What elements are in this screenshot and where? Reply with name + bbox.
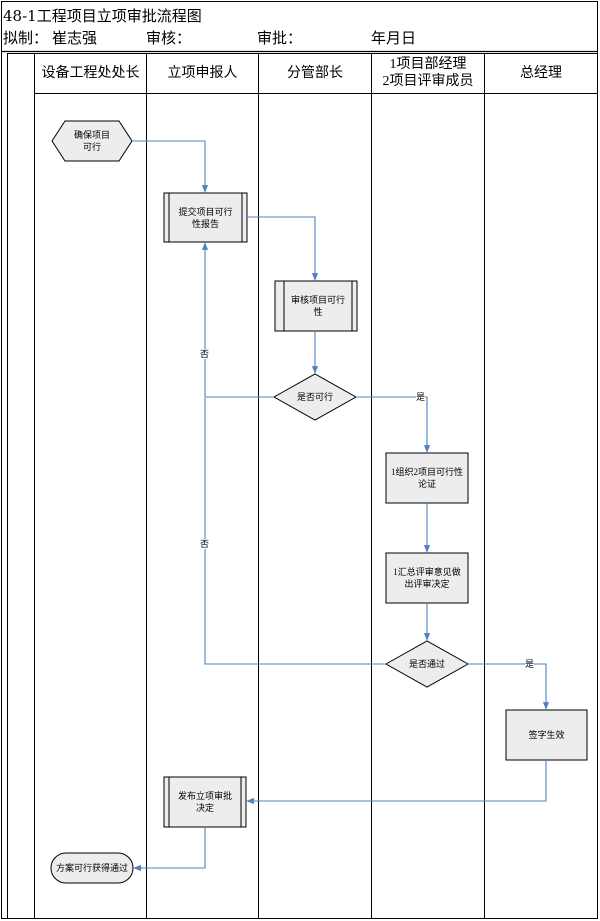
end-terminator xyxy=(50,852,134,884)
publish-decision-box xyxy=(163,776,247,828)
decision-feasible-label: 是否可行 xyxy=(296,392,333,402)
submit-report-label: 提交项目可行 性报告 xyxy=(178,206,233,229)
sign-effect-label: 签字生效 xyxy=(528,730,565,740)
summarize-opinions-label: 1汇总评审意见做 出评审决定 xyxy=(393,567,461,589)
line-pass-no-to-submit xyxy=(204,398,386,665)
pool-frame xyxy=(7,53,598,919)
arrow-publish-to-end xyxy=(133,827,206,872)
organize-demonstration-label: 1组织2项目可行性 论证 xyxy=(390,467,463,489)
organize-demonstration-box xyxy=(385,452,469,504)
arrow-start-to-submit xyxy=(132,140,209,193)
edge-label-yes-feasible: 是 xyxy=(416,392,426,402)
publish-decision-label: 发布立项审批 决定 xyxy=(177,791,232,813)
sign-effect-box xyxy=(505,709,588,761)
review-feasibility-box xyxy=(274,280,358,332)
arrow-sign-to-publish xyxy=(246,760,547,805)
edge-label-no-feasible: 否 xyxy=(200,349,210,359)
approve-label: 审批： xyxy=(257,29,303,47)
decision-pass-label: 是否通过 xyxy=(408,659,445,669)
start-label: 确保项目 可行 xyxy=(73,130,110,152)
page-title: 48-1工程项目立项审批流程图 xyxy=(3,7,202,25)
drafted-name: 崔志强 xyxy=(52,29,98,47)
arrow-submit-to-review xyxy=(247,216,319,281)
submit-report-box xyxy=(163,192,248,243)
lane-header-applicant: 立项申报人 xyxy=(167,65,238,81)
lane-header-deputy-minister: 分管部长 xyxy=(287,65,343,81)
arrow-pass-yes-to-sign xyxy=(468,663,550,710)
drafted-label: 拟制： xyxy=(3,29,49,47)
arrow-decision-no-to-submit xyxy=(201,242,274,398)
arrow-decision-yes-to-organize xyxy=(356,396,431,453)
review-label: 审核： xyxy=(146,29,192,47)
lane-header-equipment-chief: 设备工程处处长 xyxy=(41,65,140,81)
lane-header-project-manager: 1项目部经理 2项目评审成员 xyxy=(382,57,474,89)
summarize-opinions-box xyxy=(385,552,469,604)
review-feasibility-label: 审核项目可行 性 xyxy=(290,295,345,317)
lane-header-general-manager: 总经理 xyxy=(520,65,562,81)
end-label: 方案可行获得通过 xyxy=(55,863,128,873)
edge-label-no-pass: 否 xyxy=(200,539,210,549)
date-label: 年月日 xyxy=(371,29,417,47)
edge-label-yes-pass: 是 xyxy=(525,659,535,669)
